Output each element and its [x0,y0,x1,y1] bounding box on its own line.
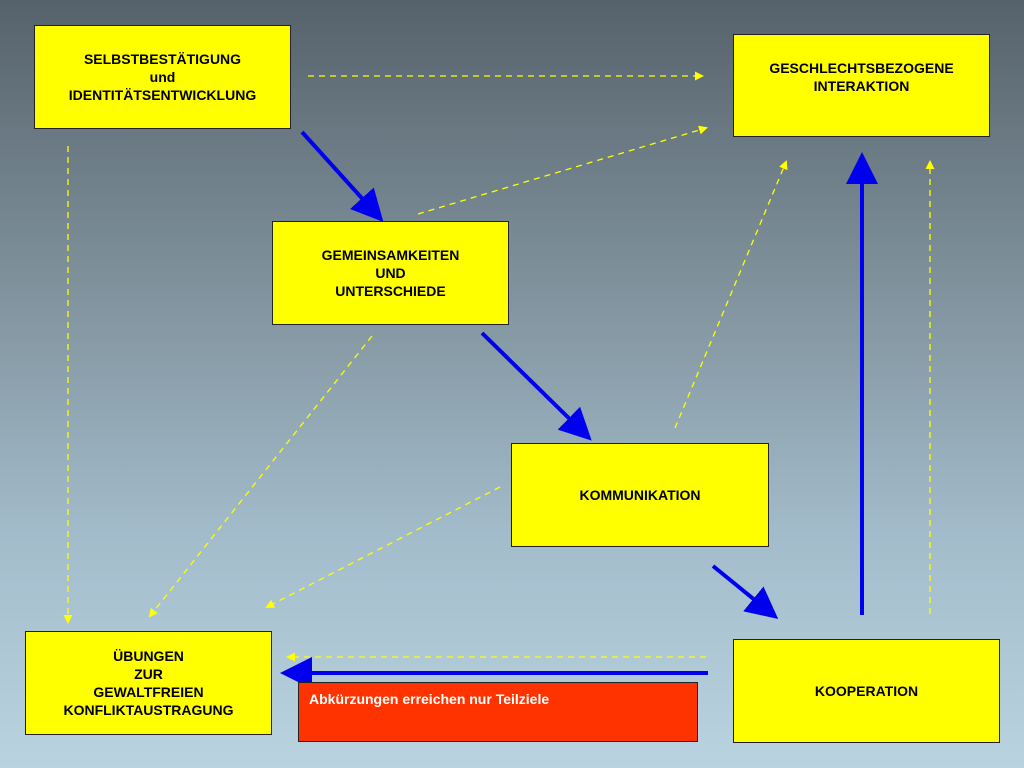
note-box: Abkürzungen erreichen nur Teilziele [298,682,698,742]
dashed-arrow-gemeinsam-to-uebungen [148,335,373,618]
node-line: INTERAKTION [813,78,910,94]
arrow-kommunikation-to-kooperation [711,564,779,620]
node-line: ÜBUNGEN [113,648,184,664]
node-line: KONFLIKTAUSTRAGUNG [63,702,234,718]
node-line: KOOPERATION [814,683,919,699]
dashed-arrow-kommunikation-to-uebungen [265,486,501,608]
node-gemeinsamkeiten: GEMEINSAMKEITEN UND UNTERSCHIEDE [272,221,509,325]
node-line: KOMMUNIKATION [579,487,701,503]
node-line: IDENTITÄTSENTWICKLUNG [68,87,257,103]
arrow-gemeinsam-to-kommunikation [480,331,592,441]
arrow-selbst-to-gemeinsam [300,130,384,222]
node-line: SELBSTBESTÄTIGUNG [83,51,242,67]
node-geschlechtsbezogene-interaktion: GESCHLECHTSBEZOGENE INTERAKTION [733,34,990,137]
dashed-arrow-kommunikation-to-geschlecht [674,160,788,429]
node-kommunikation: KOMMUNIKATION [511,443,769,547]
node-line: UNTERSCHIEDE [335,283,446,299]
node-line: GESCHLECHTSBEZOGENE [769,60,954,76]
node-selbstbestaetigung: SELBSTBESTÄTIGUNG und IDENTITÄTSENTWICKL… [34,25,291,129]
node-kooperation: KOOPERATION [733,639,1000,743]
node-uebungen: ÜBUNGEN ZUR GEWALTFREIEN KONFLIKTAUSTRAG… [25,631,272,735]
note-text: Abkürzungen erreichen nur Teilziele [309,691,550,707]
node-line: GEMEINSAMKEITEN [321,247,460,263]
dashed-arrow-gemeinsam-to-geschlecht [417,125,708,215]
node-line: GEWALTFREIEN [93,684,204,700]
node-line: ZUR [134,666,163,682]
node-line: UND [375,265,406,281]
node-line: und [149,69,176,85]
